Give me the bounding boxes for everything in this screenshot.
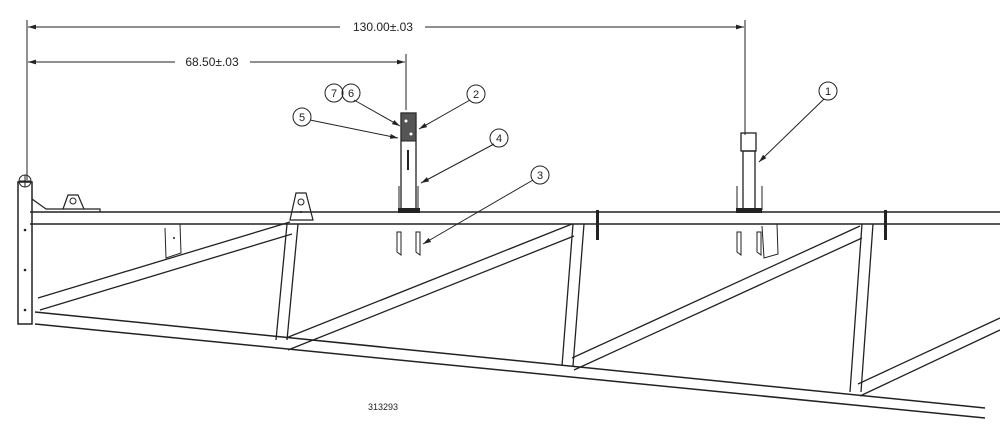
dimension-overall: 130.00±.03	[26, 20, 746, 180]
figure-number: 313293	[368, 402, 398, 412]
callout-6: 6	[341, 83, 401, 127]
truss-frame	[17, 174, 1000, 419]
callout-5: 5	[292, 107, 399, 139]
bracket-assembly-middle	[396, 112, 421, 256]
callout-7: 7	[324, 83, 344, 103]
callout-7-label: 7	[331, 88, 337, 100]
callout-4: 4	[420, 128, 509, 184]
dimension-partial: 68.50±.03	[28, 54, 407, 110]
mounting-lug-left	[62, 194, 85, 210]
dimension-overall-label: 130.00±.03	[353, 20, 413, 34]
callout-6-label: 6	[348, 88, 354, 100]
callout-1-label: 1	[825, 86, 831, 98]
callout-1: 1	[758, 81, 838, 163]
callout-3-label: 3	[537, 170, 543, 182]
callout-3: 3	[422, 165, 550, 245]
dimension-partial-label: 68.50±.03	[185, 55, 239, 69]
mounting-lug-center	[289, 192, 314, 221]
callout-4-label: 4	[496, 133, 502, 145]
bracket-assembly-right	[736, 132, 763, 256]
callout-2: 2	[418, 84, 486, 130]
callout-2-label: 2	[473, 89, 479, 101]
callout-5-label: 5	[299, 112, 305, 124]
